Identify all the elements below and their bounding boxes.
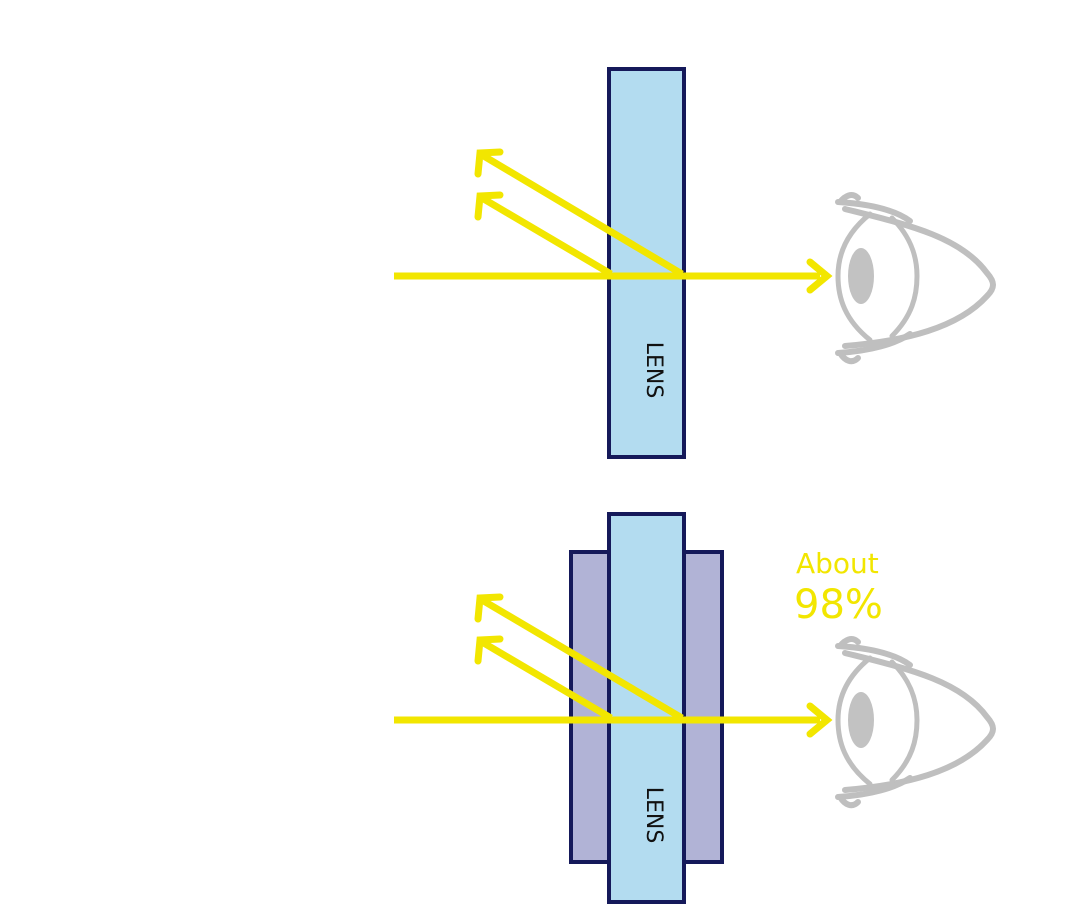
uncoated-reflection-back (480, 151, 684, 278)
uncoated-reflection-front (480, 194, 613, 278)
coated-transmitted-arrowhead (806, 702, 833, 738)
uncoated-reflection-back-arrowhead (474, 148, 504, 178)
coated-lens (607, 512, 686, 904)
transmission-label-line2: 98% (794, 582, 883, 628)
uncoated-lens-diagram: LENS (394, 67, 993, 459)
eye-icon (838, 639, 993, 805)
transmission-label-line1: About (796, 547, 879, 580)
coated-lens-diagram: LENS About 98% (394, 512, 993, 904)
coated-reflection-front (480, 638, 613, 722)
uncoated-lens-label: LENS (641, 342, 666, 399)
uncoated-lens (607, 67, 686, 459)
eye-icon (838, 195, 993, 361)
uncoated-transmitted-arrowhead (806, 258, 833, 294)
coated-reflection-back-arrowhead (474, 593, 504, 623)
coated-lens-label: LENS (641, 787, 666, 844)
coating-layer-back (680, 550, 724, 864)
coated-reflection-front-arrowhead (474, 635, 504, 665)
coated-reflection-back (480, 596, 684, 722)
uncoated-reflection-front-arrowhead (474, 191, 504, 221)
